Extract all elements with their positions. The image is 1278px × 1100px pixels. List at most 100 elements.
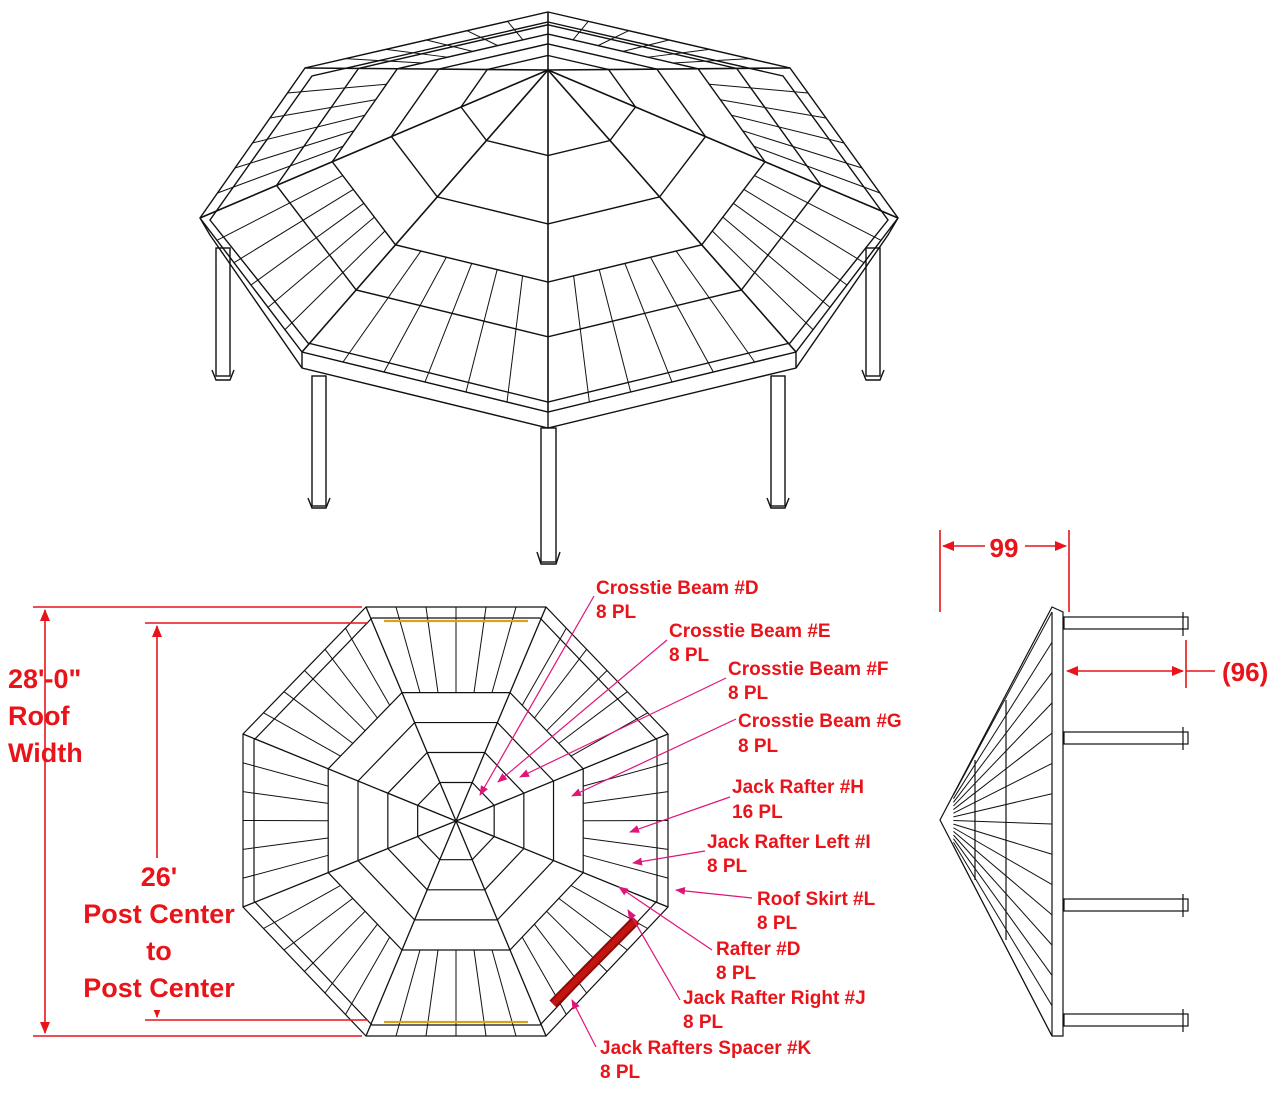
post-center-label: 26' Post Center to Post Center xyxy=(78,858,242,1010)
part-name-8: Jack Rafter Right #J xyxy=(683,988,866,1009)
frame-line xyxy=(242,762,329,787)
height-dimension: 99 xyxy=(990,533,1019,563)
plan-view xyxy=(242,606,669,1037)
posts xyxy=(211,247,885,565)
frame-line xyxy=(583,791,669,804)
frame-line xyxy=(455,820,547,1037)
part-name-5: Jack Rafter Left #I xyxy=(707,832,871,853)
frame-line xyxy=(284,230,386,331)
side-beams xyxy=(1063,612,1189,1032)
part-qty-0: 8 PL xyxy=(596,602,637,623)
frame-line xyxy=(731,114,845,144)
frame-line xyxy=(521,627,567,706)
part-qty-7: 8 PL xyxy=(716,963,757,984)
part-name-0: Crosstie Beam #D xyxy=(596,578,759,599)
frame-line xyxy=(263,885,341,929)
frame-line xyxy=(426,39,473,52)
frame-line xyxy=(491,606,517,693)
frame-line xyxy=(304,670,366,732)
frame-line xyxy=(242,854,329,879)
jack-rafters xyxy=(216,21,882,403)
frame-line xyxy=(953,827,1053,886)
frame-line xyxy=(301,69,549,353)
roof-width-line3: Width xyxy=(8,738,83,768)
frame-line xyxy=(252,114,365,144)
post-center-line4: Post Center xyxy=(83,973,235,1003)
frame-line xyxy=(263,712,341,757)
plan-rafters xyxy=(242,606,669,1037)
frame-line xyxy=(953,819,1053,825)
part-name-6: Roof Skirt #L xyxy=(757,889,876,910)
frame-line xyxy=(583,837,669,850)
frame-line xyxy=(743,189,865,264)
frame-line xyxy=(385,48,448,58)
part-labels: Crosstie Beam #D 8 PL Crosstie Beam #E 8… xyxy=(596,578,902,1083)
frame-line xyxy=(199,69,549,219)
part-qty-1: 8 PL xyxy=(669,645,710,666)
frame-line xyxy=(622,39,670,52)
frame-line xyxy=(465,269,498,393)
frame-line xyxy=(234,130,355,169)
frame-line xyxy=(287,83,387,94)
frame-line xyxy=(345,627,391,706)
roof-outline-inner xyxy=(209,21,889,403)
post-height-dimension: (96) xyxy=(1222,657,1268,687)
frame-line xyxy=(242,733,457,822)
frame-line xyxy=(953,762,1053,814)
frame-line xyxy=(233,189,354,264)
dimension-lines xyxy=(33,530,1215,1037)
part-qty-3: 8 PL xyxy=(738,736,779,757)
frame-line xyxy=(953,793,1053,818)
frame-line xyxy=(753,145,881,194)
frame-ring xyxy=(357,721,555,921)
part-qty-4: 16 PL xyxy=(732,802,783,823)
frame-line xyxy=(365,820,457,1037)
frame-line xyxy=(673,58,750,64)
frame-line xyxy=(952,611,1053,796)
frame-line xyxy=(383,257,447,373)
frame-line xyxy=(242,820,457,908)
frame-line xyxy=(267,216,375,308)
frame-line xyxy=(283,898,354,951)
frame-line xyxy=(425,606,439,693)
frame-line xyxy=(742,130,863,169)
frame-line xyxy=(455,606,547,822)
isometric-view xyxy=(199,11,899,565)
part-name-7: Rafter #D xyxy=(716,939,800,960)
frame-line xyxy=(242,837,329,850)
part-qty-6: 8 PL xyxy=(757,913,798,934)
part-qty-9: 8 PL xyxy=(600,1062,641,1083)
frame-line xyxy=(546,670,608,732)
frame-line xyxy=(466,30,498,47)
frame-line xyxy=(953,842,1053,1006)
frame-line xyxy=(216,175,344,241)
side-roof xyxy=(939,606,1064,1037)
frame-line xyxy=(455,820,669,908)
side-view xyxy=(939,606,1189,1037)
leader-lines xyxy=(479,595,753,1048)
frame-line xyxy=(269,99,376,119)
frame-line xyxy=(754,175,882,241)
frame-line xyxy=(304,910,366,972)
frame-line xyxy=(720,99,827,119)
frame-line xyxy=(572,21,589,41)
frame-line xyxy=(675,250,756,363)
frame-line xyxy=(953,642,1053,799)
frame-line xyxy=(953,834,1053,946)
frame-line xyxy=(506,275,524,403)
frame-line xyxy=(709,83,809,94)
frame-line xyxy=(953,823,1053,855)
frame-line xyxy=(473,606,487,693)
post-center-value: 26' xyxy=(141,862,177,892)
post-center-line2: Post Center xyxy=(83,899,235,929)
part-name-4: Jack Rafter #H xyxy=(732,777,864,798)
frame-line xyxy=(534,649,588,719)
roof-width-line2: Roof xyxy=(8,701,70,731)
frame-line xyxy=(953,702,1053,807)
frame-line xyxy=(324,649,378,719)
frame-line xyxy=(507,21,524,41)
frame-line xyxy=(952,845,1053,1037)
frame-line xyxy=(711,230,814,331)
frame-line xyxy=(558,691,628,744)
